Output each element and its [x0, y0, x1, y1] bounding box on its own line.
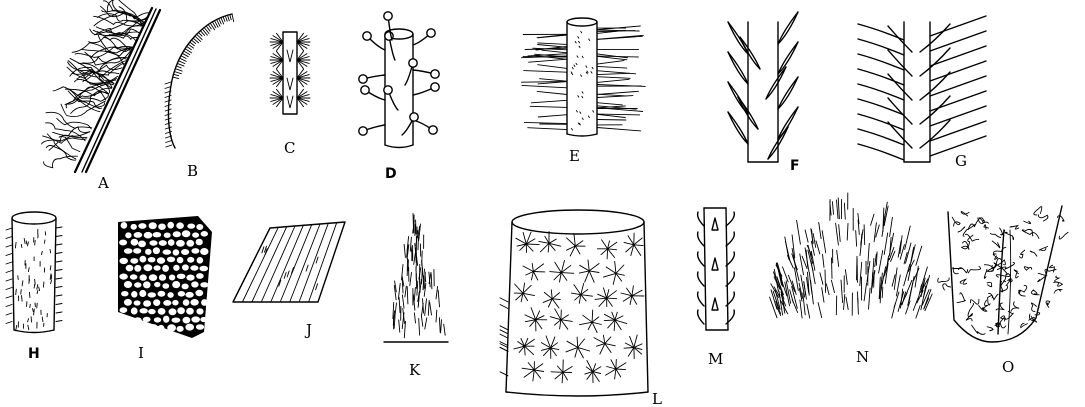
panel-label-g: G — [955, 152, 967, 170]
panel-h-drawing — [6, 212, 62, 333]
panel-c-drawing — [270, 32, 310, 114]
panel-label-b: B — [187, 162, 198, 180]
panel-m-drawing — [698, 208, 735, 330]
panel-g-drawing — [858, 16, 986, 162]
panel-j-drawing — [233, 222, 345, 302]
panel-label-m: M — [708, 350, 723, 368]
panel-a-drawing — [42, 0, 160, 172]
panel-label-f: F — [790, 158, 800, 174]
panel-b-drawing — [165, 14, 234, 148]
panel-k-drawing — [384, 213, 448, 342]
panel-label-h: H — [28, 346, 40, 362]
panel-i-drawing — [118, 216, 212, 338]
panel-label-i: I — [138, 344, 144, 362]
panel-n-drawing — [770, 193, 933, 318]
panel-e-drawing — [521, 18, 645, 136]
panel-o-drawing — [938, 206, 1068, 342]
panel-label-d: D — [385, 166, 397, 182]
panel-label-n: N — [856, 348, 869, 366]
panel-label-o: O — [1002, 358, 1014, 376]
panel-l-drawing — [500, 210, 648, 396]
panel-d-drawing — [359, 12, 439, 148]
panel-label-l: L — [652, 390, 662, 407]
panel-label-k: K — [409, 361, 421, 379]
panel-f-drawing — [728, 12, 798, 162]
panel-label-e: E — [569, 147, 580, 165]
panel-label-a: A — [97, 174, 109, 192]
panel-label-c: C — [284, 139, 295, 157]
panel-label-j: J — [304, 321, 312, 339]
